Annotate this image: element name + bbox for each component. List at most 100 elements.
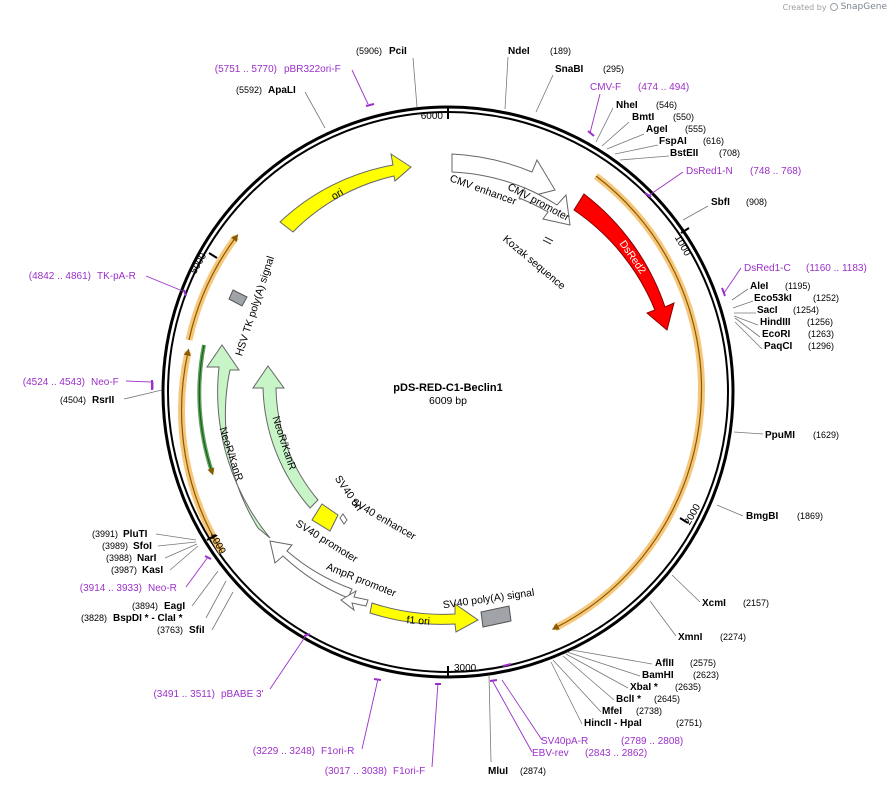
site-name: XcmI	[702, 598, 726, 609]
neo-orf-arrow-1	[181, 348, 223, 553]
credit-text: Created by	[782, 2, 827, 12]
site-pos: (550)	[673, 112, 694, 122]
neor-kanr-outer-label: NeoR/KanR	[216, 426, 245, 483]
tick-5000	[208, 252, 218, 259]
primer-name: SV40pA-R	[541, 736, 588, 747]
site-pos: (2751)	[676, 718, 702, 728]
site-pos: (2157)	[743, 598, 769, 608]
tick-label-3000: 3000	[454, 663, 477, 674]
dsred2-arrow	[573, 193, 675, 331]
site-pos: (3988)	[106, 553, 132, 563]
f1-ori-label: f1 ori	[406, 614, 430, 628]
site-pos: (2738)	[636, 706, 662, 716]
site-name: SacI	[757, 305, 778, 316]
sv40-enhancer-box	[339, 513, 348, 525]
site-name: AleI	[750, 281, 769, 292]
site-name: HincII - HpaI	[584, 718, 642, 729]
sv40-enhancer-label: SV40 enhancer	[349, 496, 418, 543]
plasmid-length: 6009 bp	[429, 395, 467, 407]
site-pos: (2874)	[520, 766, 546, 776]
ori-label: ori	[329, 186, 345, 202]
primer-name: EBV-rev	[532, 748, 569, 759]
site-name: XmnI	[678, 632, 703, 643]
neor-kanr-outer-arrow	[206, 344, 271, 539]
site-pos: (546)	[656, 100, 677, 110]
tick-2000	[679, 517, 689, 524]
site-name: NarI	[137, 553, 157, 564]
primer-range: (4842 .. 4861)	[29, 271, 91, 282]
site-pos: (2575)	[690, 658, 716, 668]
site-pos: (2274)	[720, 632, 746, 642]
site-name: SbfI	[711, 197, 730, 208]
site-pos: (1195)	[785, 281, 810, 291]
ori-arrow	[279, 152, 412, 233]
tick-label-4000: 4000	[207, 531, 228, 556]
site-name: NheI	[616, 100, 638, 111]
primer-name: pBABE 3'	[221, 689, 264, 700]
site-pos: (3989)	[102, 541, 128, 551]
dsred-orf-arrow	[551, 175, 703, 630]
cmv-promoter-arrow	[518, 187, 571, 226]
tick-4000	[206, 534, 217, 541]
site-pos: (616)	[703, 136, 724, 146]
site-pos: (708)	[719, 148, 740, 158]
site-pos: (1252)	[813, 293, 839, 303]
site-pos: (908)	[746, 197, 767, 207]
site-name: BstEII	[670, 148, 699, 159]
site-name: AflII	[655, 658, 674, 669]
site-name: BspDI * - ClaI *	[113, 613, 183, 624]
site-pos: (1254)	[793, 305, 819, 315]
sv40-ori-box	[311, 503, 339, 532]
primer-range: (4524 .. 4543)	[23, 377, 85, 388]
neor-kanr-inner-arrow	[252, 365, 319, 509]
site-pos: (3894)	[132, 601, 158, 611]
site-pos: (2645)	[654, 694, 680, 704]
site-pos: (5906)	[356, 46, 382, 56]
primer-name: CMV-F	[590, 82, 621, 93]
site-pos: (3987)	[111, 565, 137, 575]
f1-ori-arrow	[369, 602, 479, 633]
site-pos: (3828)	[81, 613, 107, 623]
site-name: BmgBI	[746, 511, 778, 522]
neo-inner-green-arrow	[198, 344, 215, 476]
neo-orf-arrow-2	[188, 234, 239, 341]
primer-labels: (5751 .. 5770) pBR322ori-F CMV-F (474 ..…	[23, 64, 867, 777]
site-name: HindIII	[760, 317, 791, 328]
primer-marks	[151, 103, 726, 685]
site-name: BamHI	[642, 670, 674, 681]
site-pos: (1869)	[797, 511, 823, 521]
kozak-label: Kozak sequence	[500, 233, 567, 292]
tick-1000	[680, 227, 690, 234]
site-name: ApaLI	[268, 85, 296, 96]
primer-name: F1ori-R	[321, 746, 354, 757]
site-name: EagI	[164, 601, 185, 612]
ampr-promoter-arrow	[340, 589, 369, 612]
site-pos: (189)	[550, 46, 571, 56]
plasmid-name: pDS-RED-C1-Beclin1	[393, 382, 502, 394]
primer-name: pBR322ori-F	[284, 64, 341, 75]
site-pos: (5592)	[236, 85, 262, 95]
primer-range: (3491 .. 3511)	[153, 689, 215, 700]
ampr-promoter-label: AmpR promoter	[325, 561, 399, 600]
site-pos: (1629)	[813, 430, 839, 440]
primer-name: F1ori-F	[393, 766, 425, 777]
site-labels: (5906) PciI NdeI (189) SnaBI (295) (5592…	[60, 46, 839, 777]
site-name: BclI *	[616, 694, 641, 705]
primer-range: (3017 .. 3038)	[325, 766, 387, 777]
site-name: KasI	[142, 565, 163, 576]
site-pos: (1296)	[808, 341, 834, 351]
site-name: FspAI	[659, 136, 687, 147]
site-name: RsrII	[92, 395, 114, 406]
site-name: PaqCI	[764, 341, 793, 352]
primer-range: (5751 .. 5770)	[215, 64, 277, 75]
snapgene-logo-icon	[829, 3, 838, 11]
site-pos: (1263)	[808, 329, 834, 339]
site-name: Eco53kI	[754, 293, 792, 304]
primer-range: (1160 .. 1183)	[806, 263, 867, 274]
primer-range: (3229 .. 3248)	[253, 746, 315, 757]
snapgene-credit: Created by SnapGene	[783, 2, 887, 12]
sv40-polya-box	[480, 605, 512, 628]
site-name: MfeI	[602, 706, 622, 717]
primer-leader-lines	[125, 69, 742, 768]
